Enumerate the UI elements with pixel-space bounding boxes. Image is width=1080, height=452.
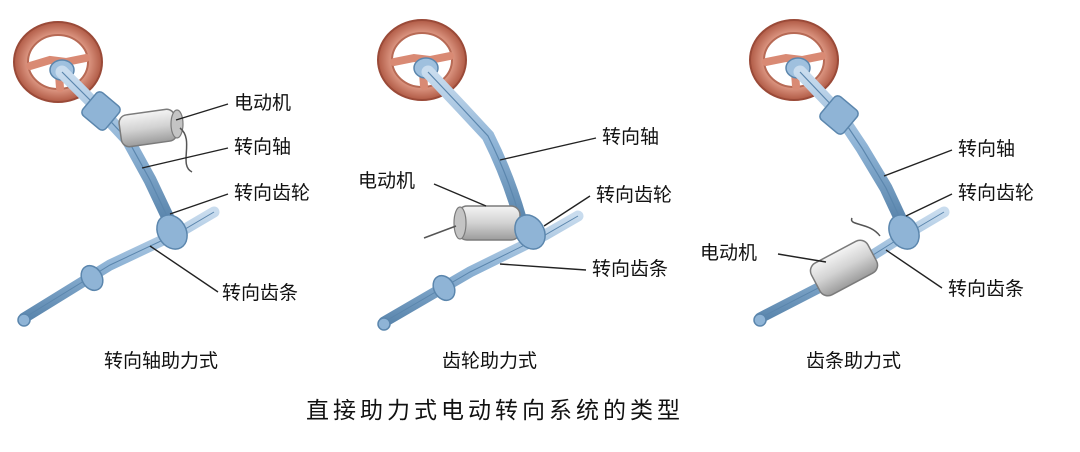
panel-1-motor [118, 108, 193, 173]
leader-p1-motor [175, 103, 229, 121]
p2-caption: 齿轮助力式 [442, 350, 538, 372]
p2-label-gear: 转向齿轮 [596, 184, 673, 206]
leader-lines [141, 103, 953, 293]
p1-label-shaft: 转向轴 [234, 136, 292, 158]
p1-caption: 转向轴助力式 [104, 350, 219, 372]
p3-label-rack: 转向齿条 [948, 278, 1025, 300]
p2-label-shaft: 转向轴 [602, 126, 660, 148]
panel-2-motor [423, 205, 521, 241]
leader-p3-rack [885, 249, 943, 289]
leader-p1-shaft [141, 147, 229, 169]
p3-label-shaft: 转向轴 [958, 138, 1016, 160]
p1-label-gear: 转向齿轮 [234, 182, 311, 204]
figure-title: 直接助力式电动转向系统的类型 [306, 398, 684, 424]
p3-label-motor: 电动机 [700, 242, 758, 264]
p3-caption: 齿条助力式 [806, 350, 902, 372]
leader-p2-shaft [499, 137, 597, 161]
panel-3-motor [809, 217, 881, 297]
leader-p2-motor [433, 183, 487, 207]
panel-1-drawing [13, 21, 220, 327]
leader-p3-gear [905, 193, 953, 217]
p2-label-motor: 电动机 [358, 170, 416, 192]
leader-p1-rack [149, 245, 219, 293]
panel-2-steering-wheel [377, 19, 467, 101]
panel-2-drawing [377, 19, 584, 331]
p3-label-gear: 转向齿轮 [958, 182, 1035, 204]
panel-3-steering-wheel [749, 19, 839, 101]
leader-p2-gear [543, 195, 591, 227]
leader-p1-gear [169, 193, 229, 215]
leader-p3-shaft [883, 149, 953, 177]
leader-p2-rack [499, 263, 587, 271]
leader-p3-motor [777, 253, 827, 263]
p1-label-motor: 电动机 [234, 92, 292, 114]
p1-label-rack: 转向齿条 [222, 282, 299, 304]
panel-3-drawing [749, 19, 950, 327]
p2-label-rack: 转向齿条 [592, 258, 669, 280]
